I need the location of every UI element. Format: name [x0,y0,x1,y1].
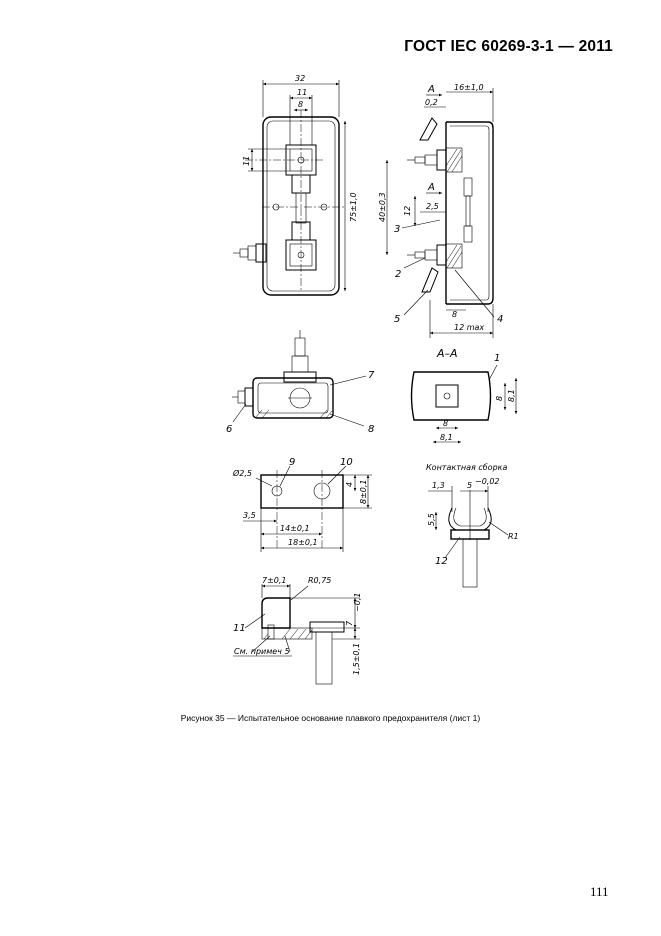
plate-dim-35: 3,5 [243,511,256,520]
callout-1: 1 [494,353,500,364]
front-dim-slot: 8 [298,100,303,109]
detail-dim-htol: −0,1 [353,593,362,612]
contact-dim-13: 1,3 [432,481,445,490]
callout-3: 3 [394,224,400,235]
plate-dim-4: 4 [345,482,354,487]
callout-11: 11 [233,623,246,634]
callout-10: 10 [340,457,353,468]
contact-title: Контактная сборка [426,463,507,472]
side-dim-gap: 0,2 [425,98,438,107]
contact-assembly: Контактная сборка 1,3 5 −0,02 5,5 R1 12 [426,463,519,588]
callout-8: 8 [368,424,374,435]
side-dim-40: 40±0,3 [378,192,387,222]
contact-dim-55: 5,5 [427,513,436,526]
plate-dim-8: 8±0,1 [359,479,368,504]
section-mark-a-bottom: A [427,182,435,193]
contact-dim-5: 5 [467,481,472,490]
page-number: 111 [590,884,609,899]
contact-dim-r1: R1 [508,532,519,541]
side-dim-depth: 16±1,0 [454,83,484,92]
callout-7: 7 [368,370,375,381]
callout-12: 12 [435,556,448,567]
aa-dim-w8: 8 [443,419,448,428]
side-dim-max: 12 max [454,323,484,332]
callout-9: 9 [289,457,295,468]
side-dim-12: 12 [403,206,412,216]
front-view: 32 11 8 11 75±1,0 [233,74,358,296]
detail-dim-h7: 7 [345,620,354,626]
aa-dim-h8: 8 [495,396,504,401]
side-dim-25: 2,5 [426,202,439,211]
detail-dim-15: 1,5±0,1 [352,643,361,675]
callout-6: 6 [226,424,232,435]
callout-2: 2 [395,269,401,280]
detail-dim-r075: R0,75 [308,576,331,585]
detail-note: См. примеч 5 [234,647,290,656]
callout-4: 4 [497,314,503,325]
section-mark-a-top: A [427,84,435,95]
bottom-view: 6 7 8 [226,330,375,435]
front-dim-inner: 11 [297,88,307,97]
figure-caption: Рисунок 35 — Испытательное основание пла… [180,713,481,723]
front-dim-height: 75±1,0 [349,192,358,222]
contact-dim-tol: −0,02 [475,477,500,486]
plate-dim-18: 18±0,1 [288,538,318,547]
side-dim-8: 8 [452,310,457,319]
detail-dim-7: 7±0,1 [262,576,287,585]
section-aa-title: A–A [436,347,458,360]
plate-dim-hole: Ø2,5 [232,468,252,478]
section-aa: A–A 8 8,1 8 8,1 1 [410,347,518,444]
side-view: 16±1,0 0,2 A A 40±0,3 12 2,5 8 12 max 3 … [378,83,503,338]
front-dim-offset: 11 [242,156,251,166]
detail-view: 7±0,1 R0,75 7 −0,1 1,5±0,1 11 См. примеч… [233,576,362,685]
front-dim-width: 32 [295,74,305,83]
aa-dim-w81: 8,1 [440,433,453,442]
document-header: ГОСТ IEC 60269-3-1 — 2011 [404,38,613,55]
plate-view: 9 10 Ø2,5 4 8±0,1 3,5 14±0,1 18±0,1 [232,457,372,552]
aa-dim-h81: 8,1 [507,389,516,402]
callout-5: 5 [394,314,400,325]
plate-dim-14: 14±0,1 [280,524,310,533]
